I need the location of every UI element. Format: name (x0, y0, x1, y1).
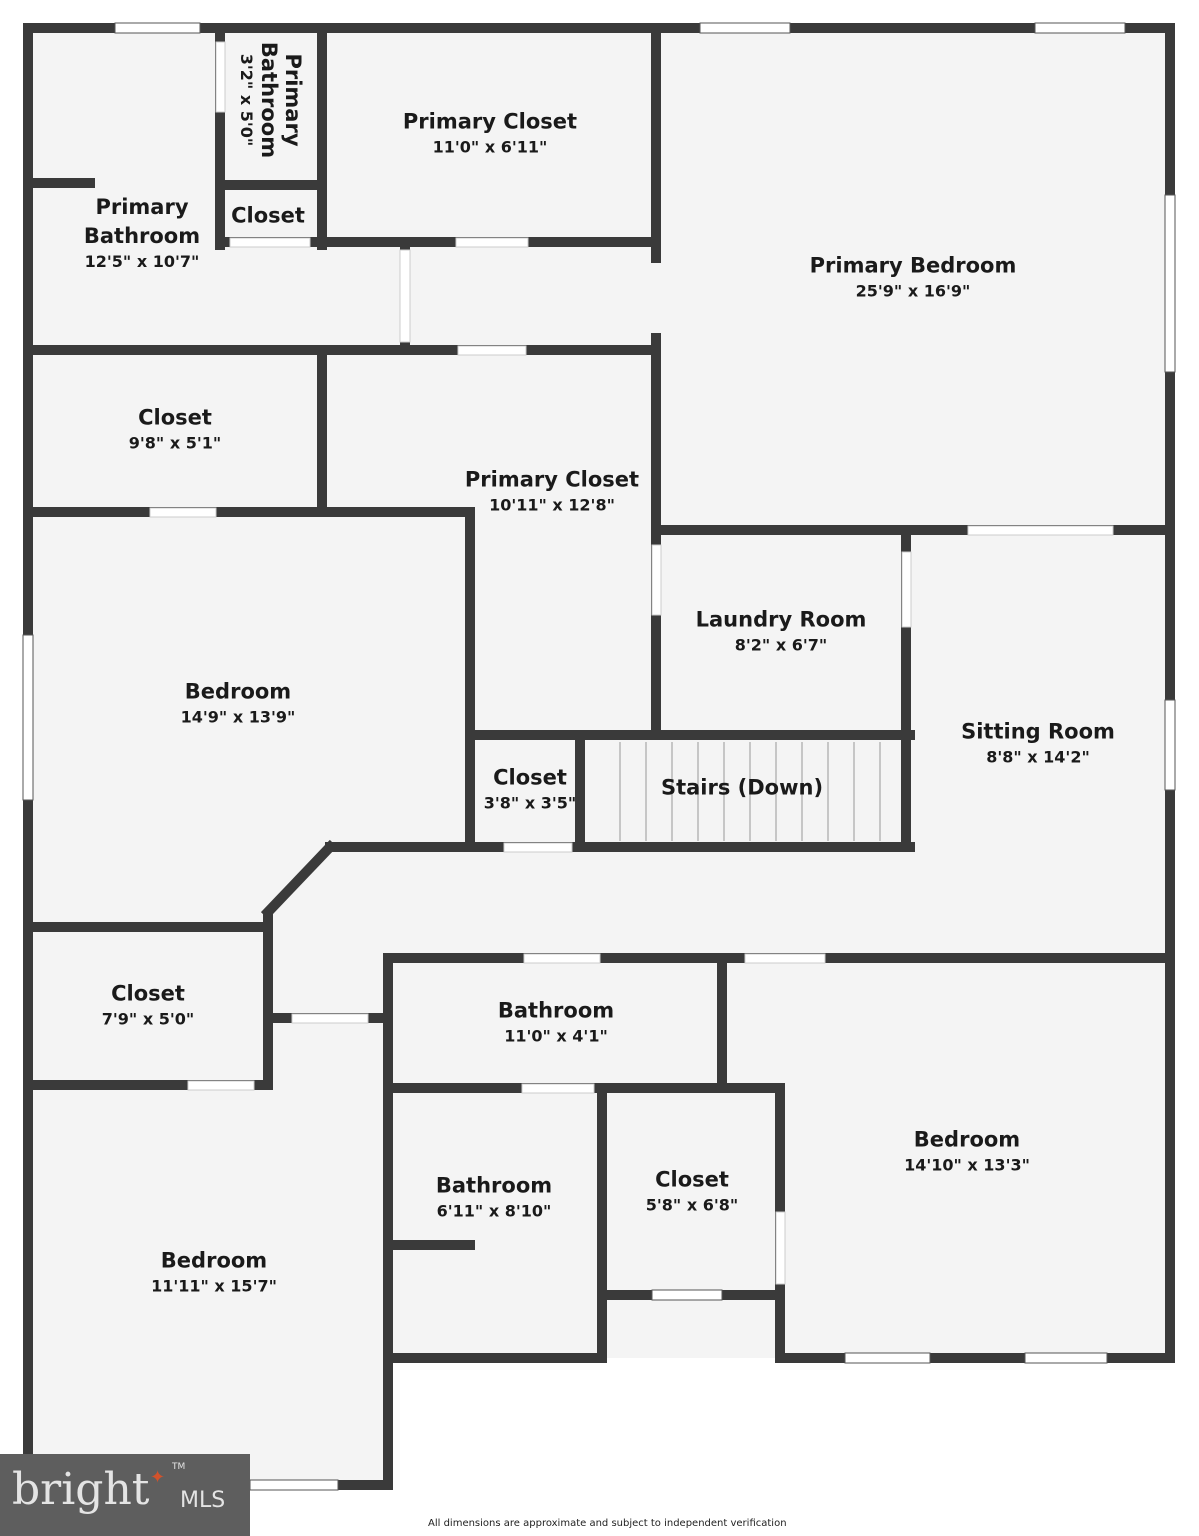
logo-mls: MLS (180, 1488, 226, 1513)
doorway (399, 249, 411, 343)
doorway (215, 41, 226, 113)
logo-tm: TM (172, 1462, 186, 1472)
window (844, 1352, 931, 1364)
doorway (651, 544, 662, 616)
doorway (503, 842, 573, 853)
doorway (291, 1013, 369, 1024)
logo-star-icon: ✦ (150, 1467, 166, 1488)
logo-wordmark: bright (12, 1464, 150, 1515)
window (1024, 1352, 1108, 1364)
wall (260, 839, 338, 920)
doorway (187, 1080, 255, 1091)
window (249, 1479, 339, 1491)
bright-mls-logo: bright ✦ TM MLS (0, 1454, 250, 1536)
windows (22, 22, 1176, 1491)
window (114, 22, 201, 34)
doorway (149, 507, 217, 518)
doorway (455, 237, 529, 248)
window (1164, 194, 1176, 373)
doorway (521, 1083, 595, 1094)
floor-fill (28, 28, 1170, 1485)
disclaimer: All dimensions are approximate and subje… (428, 1518, 787, 1529)
window (651, 1289, 723, 1301)
window (1034, 22, 1126, 34)
window (22, 634, 34, 801)
stairs-down: Stairs (Down) (660, 775, 824, 800)
window (1164, 699, 1176, 791)
doorway (457, 345, 527, 356)
doorway (229, 237, 311, 248)
doorway (523, 953, 601, 964)
room-closet-small: Closet (231, 203, 305, 228)
doorway (901, 551, 912, 628)
stairs-treads (619, 742, 881, 841)
window (699, 22, 791, 34)
doorway (744, 953, 826, 964)
doorway (967, 525, 1114, 536)
doorways (149, 41, 1114, 1285)
doorway (775, 1211, 786, 1285)
